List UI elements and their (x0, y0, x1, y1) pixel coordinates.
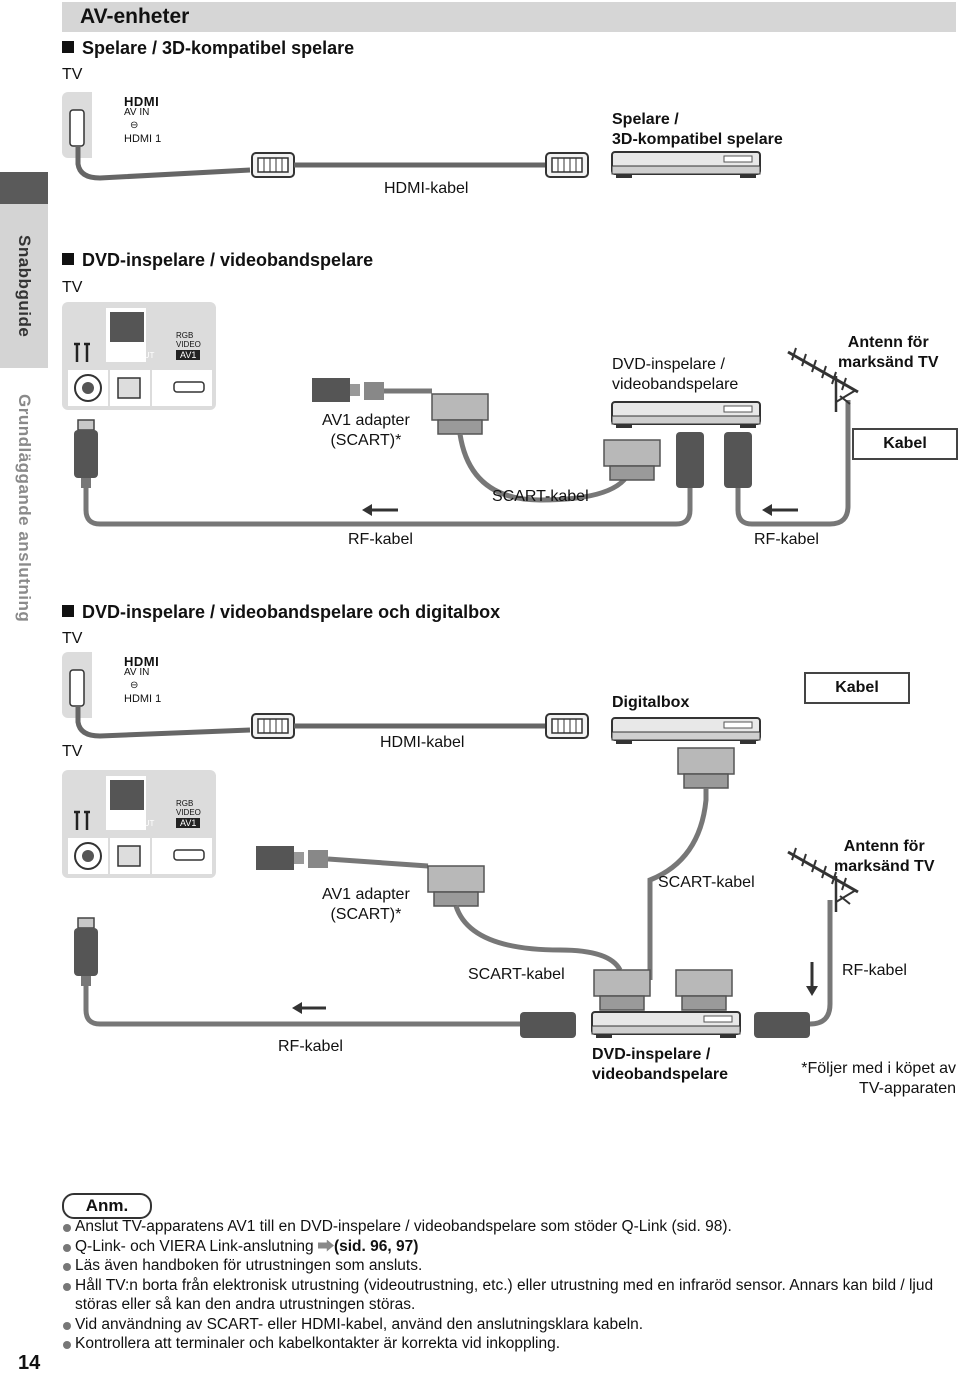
list-item: Anslut TV-apparatens AV1 till en DVD-ins… (62, 1217, 952, 1237)
input-arrow-icon: ⊖ (130, 680, 139, 691)
input-arrow-icon: ⊖ (130, 120, 139, 131)
av1-badge: AV1 (176, 818, 201, 828)
sidebar-tab-quickguide-label: Snabbguide (15, 234, 34, 338)
notes-heading: Anm. (62, 1193, 152, 1219)
av1-adapter-label: AV1 adapter (SCART)* (322, 412, 410, 449)
list-item: Håll TV:n borta från elektronisk utrustn… (62, 1276, 952, 1315)
hdmi-cable-label: HDMI-kabel (380, 734, 465, 751)
rgb-label: RGB (176, 331, 194, 340)
rf-cable-label-left: RF-kabel (348, 531, 413, 548)
hdmi-logo: HDMI (124, 94, 160, 109)
list-item: Kontrollera att terminaler och kabelkont… (62, 1334, 952, 1354)
av1-adapter-label: AV1 adapter (SCART)* (322, 886, 410, 923)
page-reference-link[interactable]: (sid. 96, 97) (333, 1237, 419, 1255)
hdmi-logo: HDMI (124, 654, 160, 669)
tv-label-bottom: TV (62, 743, 83, 760)
sidebar-tab-quickguide[interactable]: Snabbguide (0, 204, 48, 368)
rgb-label: RGB (176, 799, 194, 808)
sidebar-tab-basic-connection[interactable]: Grundläggande anslutning (0, 368, 48, 648)
video-label: VIDEO (176, 808, 201, 817)
bullet-square-icon (62, 41, 74, 53)
audio-out-label: AUDIO OUT (110, 819, 155, 828)
tv-label: TV (62, 66, 83, 83)
video-label: VIDEO (176, 340, 201, 349)
rf-cable-label-right: RF-kabel (842, 962, 907, 979)
footnote: *Följer med i köpet av TV-apparaten (801, 1060, 956, 1097)
section-title-dvd-digitalbox: DVD-inspelare / videobandspelare och dig… (62, 602, 500, 623)
hdmi-cable-label: HDMI-kabel (384, 180, 469, 197)
rf-cable-label-left: RF-kabel (278, 1038, 343, 1055)
scart-cable-label-mid: SCART-kabel (468, 966, 565, 983)
digital-label: DIGITAL (110, 810, 141, 819)
tv-label: TV (62, 279, 83, 296)
device-dvd-label: DVD-inspelare / videobandspelare (612, 356, 739, 393)
sidebar-tab-basic-connection-label: Grundläggande anslutning (15, 393, 34, 623)
scart-cable-label: SCART-kabel (492, 488, 589, 505)
tv-label-top: TV (62, 630, 83, 647)
cable-box: Kabel (852, 428, 958, 460)
device-player-label: Spelare / 3D-kompatibel spelare (612, 111, 783, 148)
section-title-dvd-digitalbox-text: DVD-inspelare / videobandspelare och dig… (82, 602, 501, 622)
bullet-square-icon (62, 605, 74, 617)
list-item: Vid användning av SCART- eller HDMI-kabe… (62, 1315, 952, 1335)
antenna-label: Antenn för marksänd TV (838, 334, 939, 371)
digital-label: DIGITAL (110, 342, 141, 351)
bullet-square-icon (62, 253, 74, 265)
section-title-dvd: DVD-inspelare / videobandspelare (62, 250, 373, 271)
antenna-label: Antenn för marksänd TV (834, 838, 935, 875)
hdmi1-label: HDMI 1 (124, 693, 162, 705)
device-dvd-label: DVD-inspelare / videobandspelare (592, 1046, 729, 1083)
list-item: Q-Link- och VIERA Link-anslutning (sid. … (62, 1237, 952, 1257)
page-title: AV-enheter (80, 5, 190, 28)
rf-cable-label-right: RF-kabel (754, 531, 819, 548)
section-title-dvd-text: DVD-inspelare / videobandspelare (82, 250, 374, 270)
note-text: Q-Link- och VIERA Link-anslutning (75, 1237, 314, 1255)
arrow-right-icon (317, 1239, 334, 1252)
notes-list: Anslut TV-apparatens AV1 till en DVD-ins… (62, 1217, 952, 1354)
section-title-player: Spelare / 3D-kompatibel spelare (62, 38, 354, 59)
scart-cable-label-right: SCART-kabel (658, 874, 755, 891)
av-in-label: AV IN (124, 667, 150, 678)
page-number: 14 (18, 1352, 41, 1374)
digitalbox-label: Digitalbox (612, 694, 690, 711)
sidebar-marker (0, 172, 48, 204)
audio-out-label: AUDIO OUT (110, 351, 155, 360)
cable-box: Kabel (804, 672, 910, 704)
header-bar (62, 2, 956, 32)
section-title-player-text: Spelare / 3D-kompatibel spelare (82, 38, 355, 58)
list-item: Läs även handboken för utrustningen som … (62, 1256, 952, 1276)
av1-badge: AV1 (176, 350, 201, 360)
av-in-label: AV IN (124, 107, 150, 118)
hdmi1-label: HDMI 1 (124, 133, 162, 145)
